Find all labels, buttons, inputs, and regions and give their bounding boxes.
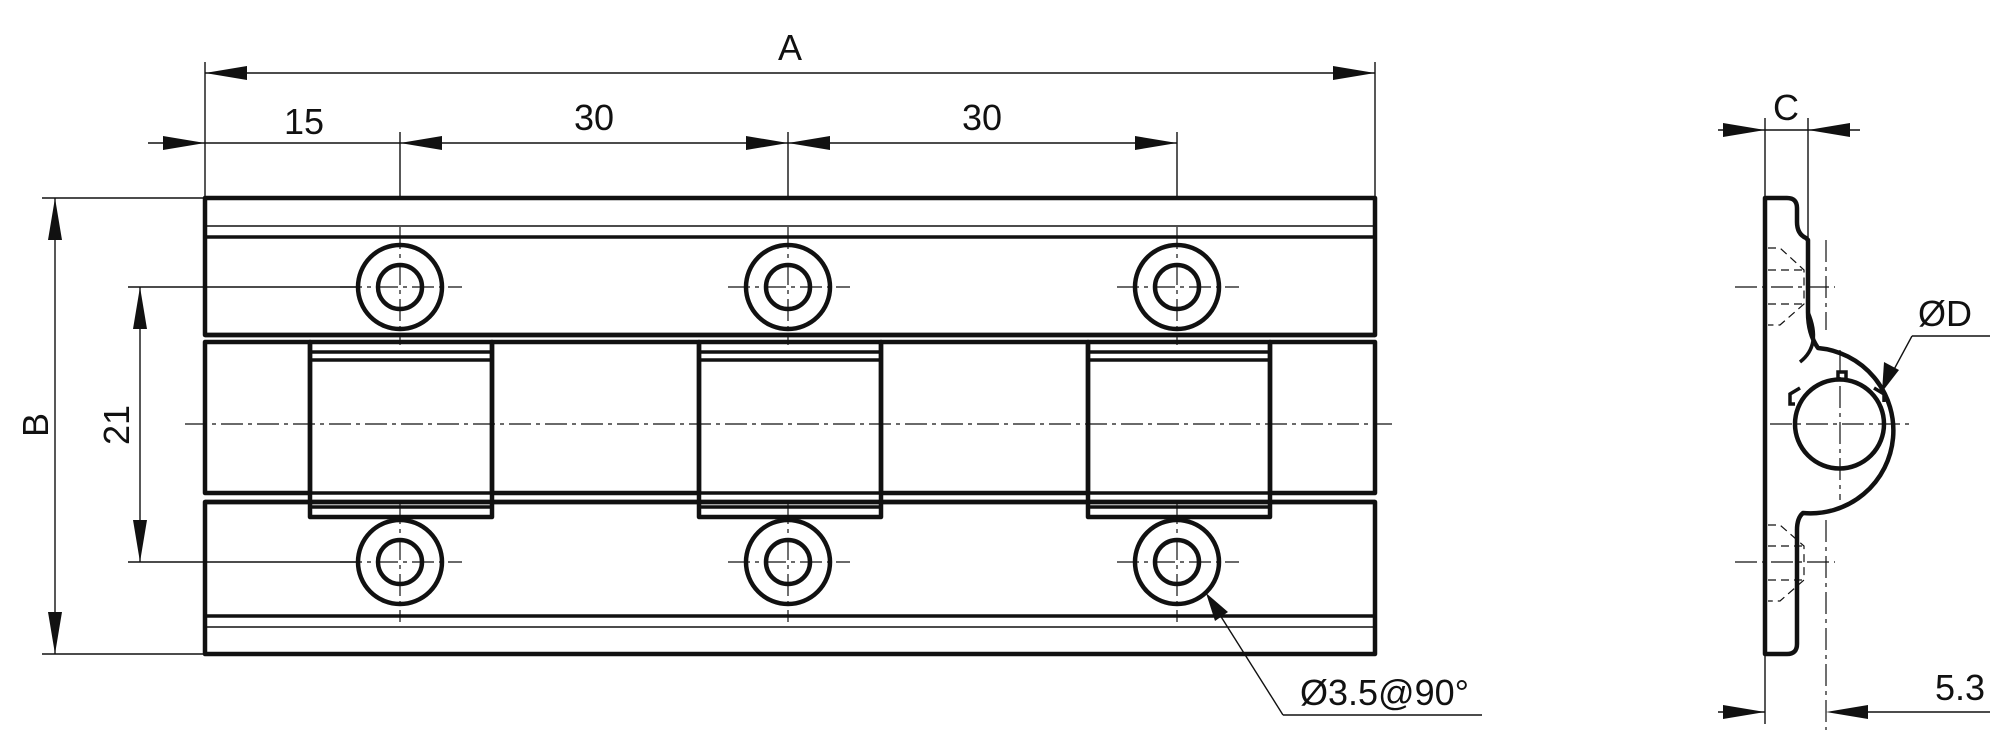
side-hidden-lines — [1768, 247, 1805, 602]
countersink-callout-label: Ø3.5@90° — [1300, 672, 1469, 713]
dimension-d: ØD — [1882, 293, 1990, 392]
front-view: A 15 30 30 B — [15, 27, 1482, 716]
countersink-callout: Ø3.5@90° — [1206, 593, 1482, 716]
dimension-label-d: ØD — [1918, 293, 1972, 334]
front-centerlines — [185, 227, 1392, 622]
dimension-label-21: 21 — [96, 405, 137, 445]
side-profile — [1762, 195, 1896, 657]
dimension-label-b: B — [15, 413, 56, 437]
dimension-c: C — [1718, 87, 1860, 238]
hinge-pin — [1792, 377, 1887, 471]
dimension-b: B — [15, 197, 203, 655]
dimension-label-15: 15 — [284, 101, 324, 142]
hinge-knuckles — [202, 332, 1378, 520]
dimension-5-3: 5.3 — [1718, 656, 1990, 724]
dimension-21: 21 — [96, 286, 358, 563]
dimension-hole-pitch: 15 30 30 — [148, 97, 1178, 196]
dimension-label-5-3: 5.3 — [1935, 667, 1985, 708]
dimension-label-30-first: 30 — [574, 97, 614, 138]
side-view: C ØD 5.3 — [1718, 87, 1990, 730]
side-centerlines — [1735, 240, 1912, 730]
dimension-label-30-second: 30 — [962, 97, 1002, 138]
dimension-a: A — [204, 27, 1376, 196]
dimension-label-c: C — [1773, 87, 1799, 128]
dimension-label-a: A — [778, 27, 802, 68]
